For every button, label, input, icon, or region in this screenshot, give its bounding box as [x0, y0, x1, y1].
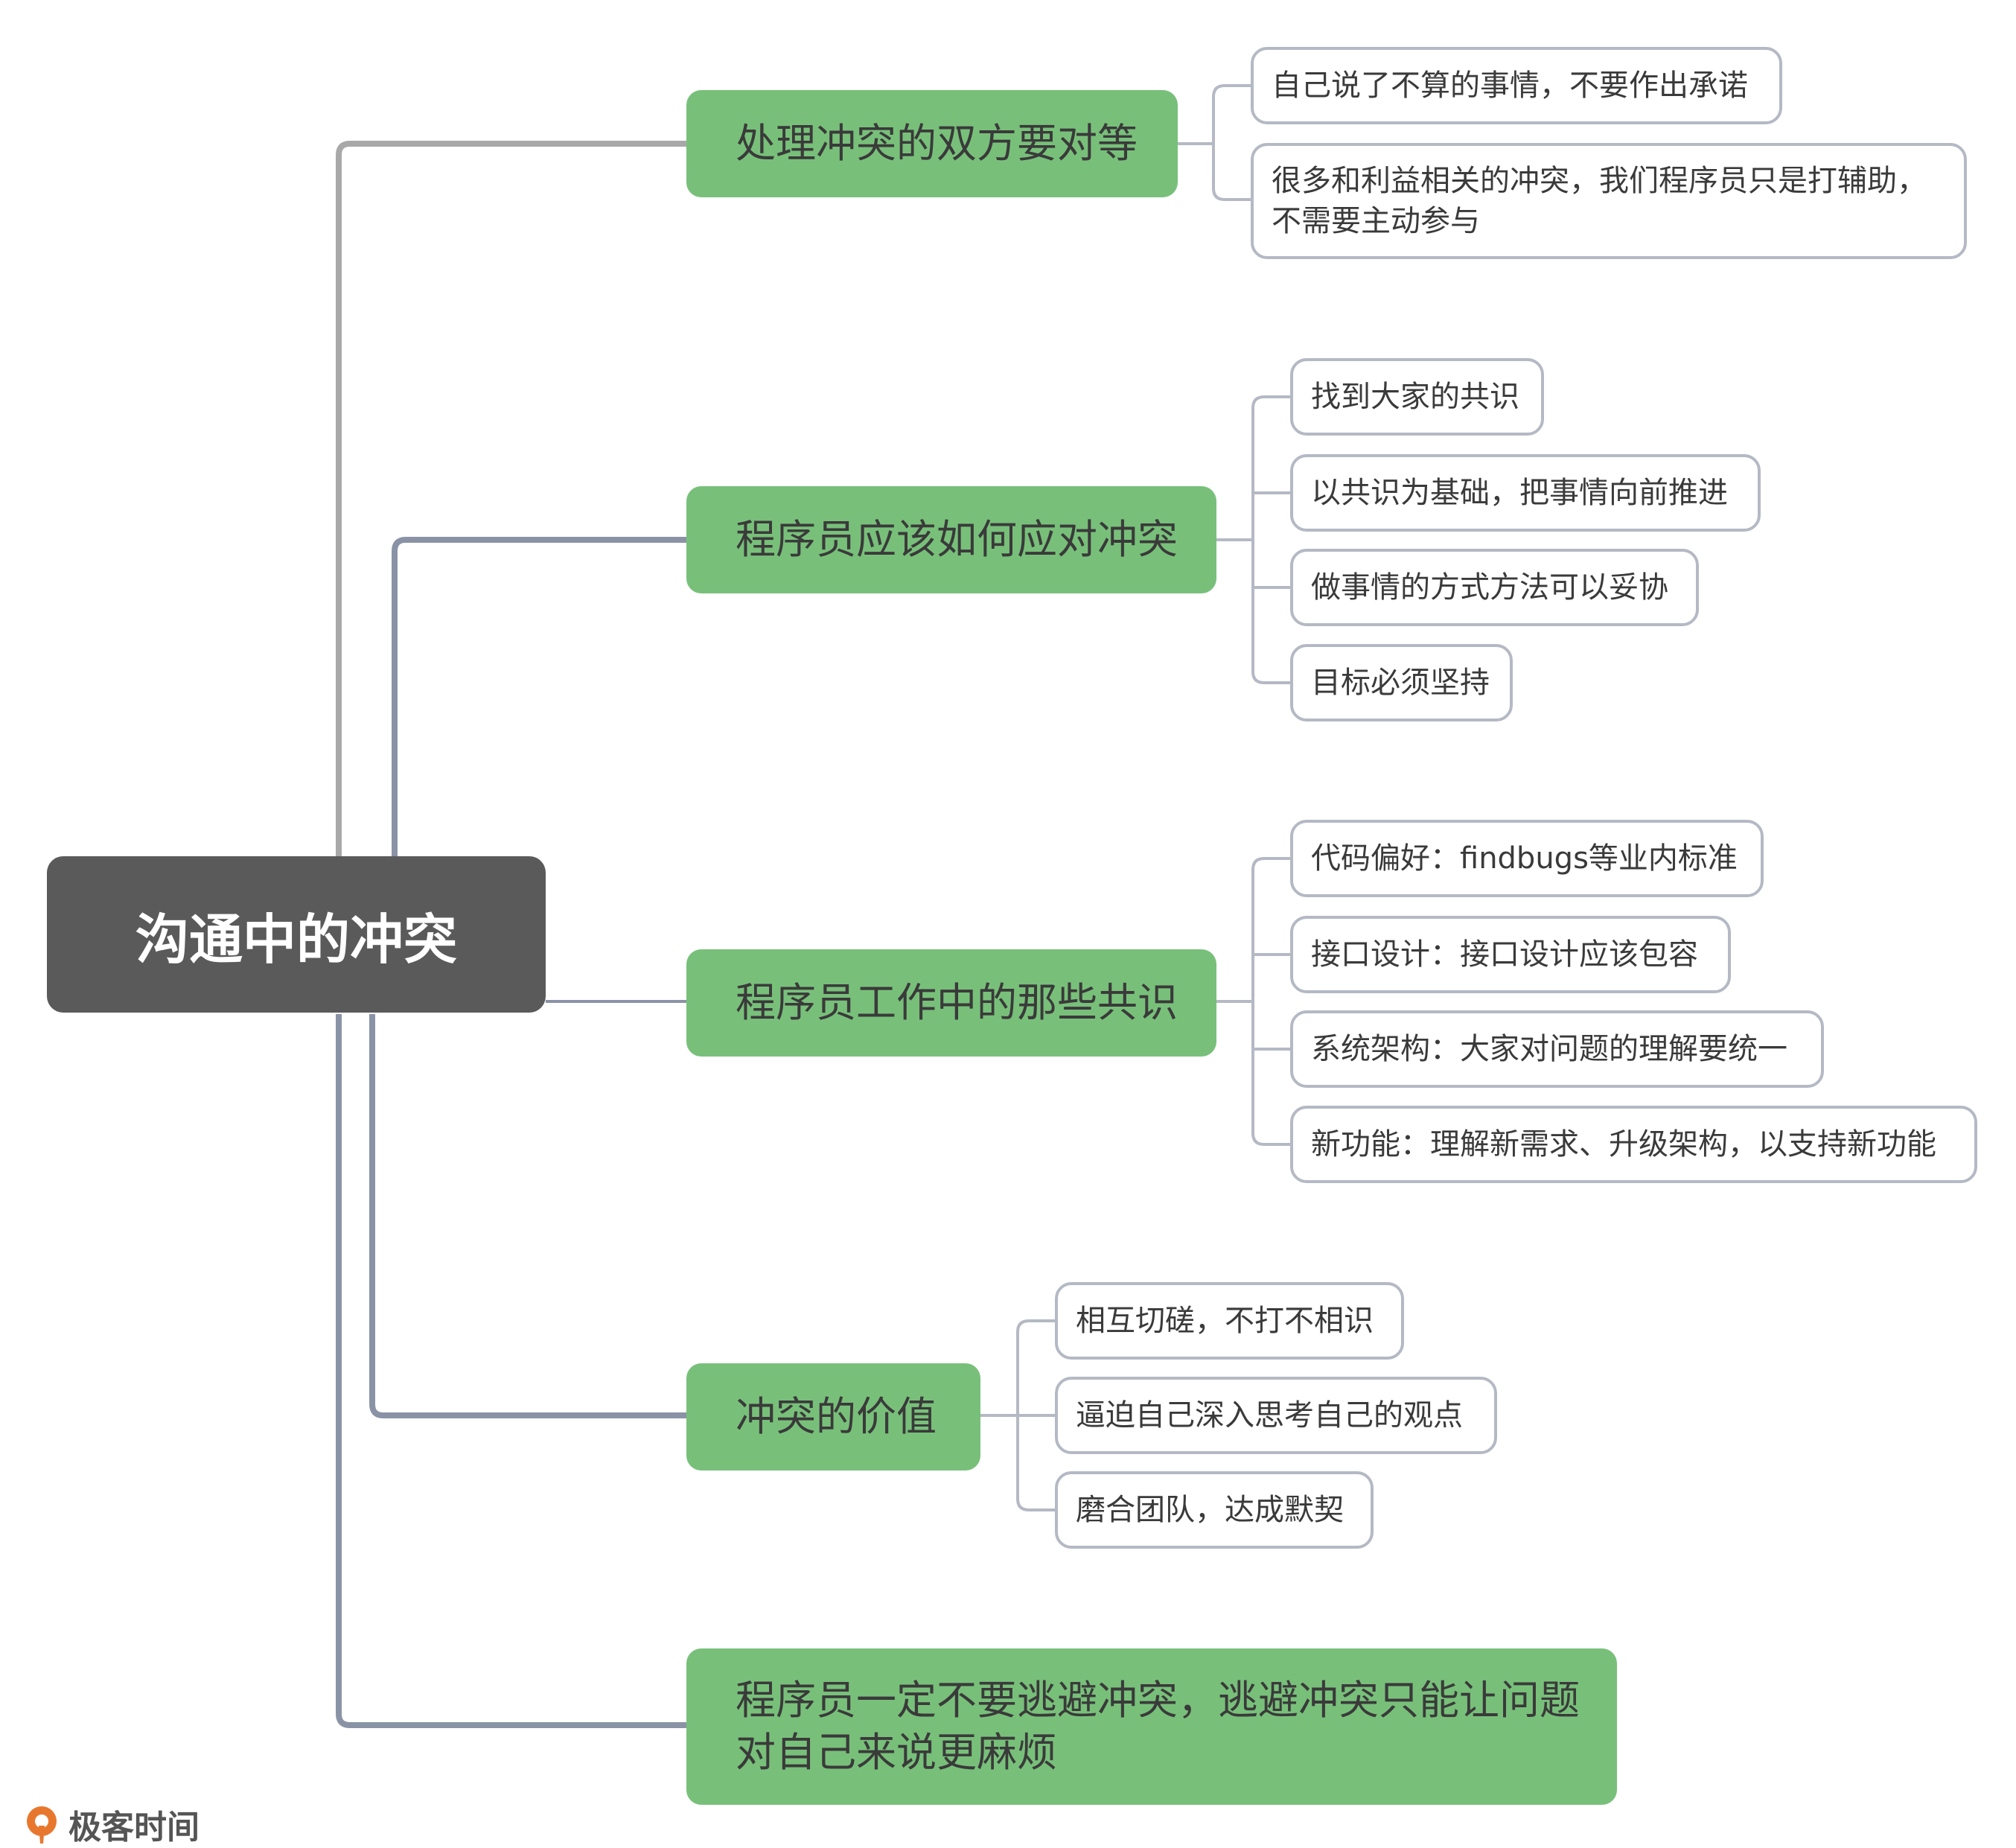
leaf-label-line-2: 不需要主动参与 — [1272, 204, 1480, 238]
connector-root-branch-4 — [369, 1014, 686, 1418]
branch-node-3[interactable]: 程序员工作中的那些共识 — [686, 949, 1216, 1057]
leaf-node[interactable]: 目标必须坚持 — [1290, 644, 1513, 721]
leaf-node[interactable]: 磨合团队，达成默契 — [1055, 1471, 1374, 1549]
leaf-node[interactable]: 系统架构：大家对问题的理解要统一 — [1290, 1010, 1824, 1088]
leaf-label-line-1: 很多和利益相关的冲突，我们程序员只是打辅助， — [1272, 164, 1927, 198]
leaf-label: 接口设计：接口设计应该包容 — [1311, 937, 1698, 972]
leaf-label: 做事情的方式方法可以妥协 — [1311, 570, 1668, 605]
connector-b4-children — [980, 1319, 1055, 1511]
leaf-label: 找到大家的共识 — [1311, 380, 1519, 414]
leaf-node[interactable]: 找到大家的共识 — [1290, 358, 1544, 436]
leaf-node[interactable]: 接口设计：接口设计应该包容 — [1290, 916, 1731, 993]
connector-b1-children — [1178, 84, 1251, 201]
branch-node-1[interactable]: 处理冲突的双方要对等 — [686, 90, 1178, 197]
leaf-node[interactable]: 以共识为基础，把事情向前推进 — [1290, 454, 1761, 532]
leaf-node[interactable]: 很多和利益相关的冲突，我们程序员只是打辅助， 不需要主动参与 — [1251, 143, 1967, 259]
connector-root-branch-1 — [336, 141, 686, 864]
logo-text: 极客时间 — [68, 1809, 200, 1847]
leaf-label: 系统架构：大家对问题的理解要统一 — [1311, 1032, 1787, 1066]
branch-node-4[interactable]: 冲突的价值 — [686, 1363, 980, 1471]
leaf-node[interactable]: 逼迫自己深入思考自己的观点 — [1055, 1377, 1497, 1454]
leaf-label: 自己说了不算的事情，不要作出承诺 — [1272, 68, 1748, 103]
branch-label: 程序员应该如何应对冲突 — [736, 515, 1178, 563]
leaf-label: 代码偏好：findbugs等业内标准 — [1311, 841, 1738, 876]
root-label: 沟通中的冲突 — [135, 908, 457, 971]
leaf-label: 新功能：理解新需求、升级架构，以支持新功能 — [1311, 1127, 1936, 1162]
geektime-logo-icon — [27, 1806, 57, 1844]
leaf-node[interactable]: 做事情的方式方法可以妥协 — [1290, 549, 1699, 626]
branch-label: 程序员工作中的那些共识 — [736, 978, 1178, 1026]
connector-b3-children — [1216, 857, 1290, 1146]
leaf-label: 目标必须坚持 — [1311, 666, 1490, 700]
branch-label: 处理冲突的双方要对等 — [736, 119, 1138, 167]
branch-node-5[interactable]: 程序员一定不要逃避冲突，逃避冲突只能让问题 对自己来说更麻烦 — [686, 1648, 1617, 1805]
leaf-label: 逼迫自己深入思考自己的观点 — [1076, 1398, 1463, 1433]
leaf-node[interactable]: 新功能：理解新需求、升级架构，以支持新功能 — [1290, 1106, 1977, 1183]
geektime-logo: 极客时间 — [21, 1800, 200, 1848]
branch-label: 冲突的价值 — [736, 1392, 937, 1440]
leaf-label: 以共识为基础，把事情向前推进 — [1311, 476, 1728, 510]
leaf-label: 磨合团队，达成默契 — [1076, 1493, 1344, 1527]
leaf-node[interactable]: 自己说了不算的事情，不要作出承诺 — [1251, 47, 1782, 124]
connector-root-branch-2 — [392, 537, 686, 864]
branch-node-2[interactable]: 程序员应该如何应对冲突 — [686, 486, 1216, 593]
connector-b2-children — [1216, 395, 1290, 684]
branch-label-line-1: 程序员一定不要逃避冲突，逃避冲突只能让问题 — [736, 1676, 1580, 1724]
leaf-label: 相互切磋，不打不相识 — [1076, 1304, 1374, 1338]
branch-label-line-2: 对自己来说更麻烦 — [736, 1729, 1057, 1776]
leaf-node[interactable]: 相互切磋，不打不相识 — [1055, 1282, 1404, 1360]
root-node[interactable]: 沟通中的冲突 — [47, 856, 546, 1013]
connector-root-branch-5 — [336, 1014, 686, 1728]
leaf-node[interactable]: 代码偏好：findbugs等业内标准 — [1290, 820, 1764, 897]
